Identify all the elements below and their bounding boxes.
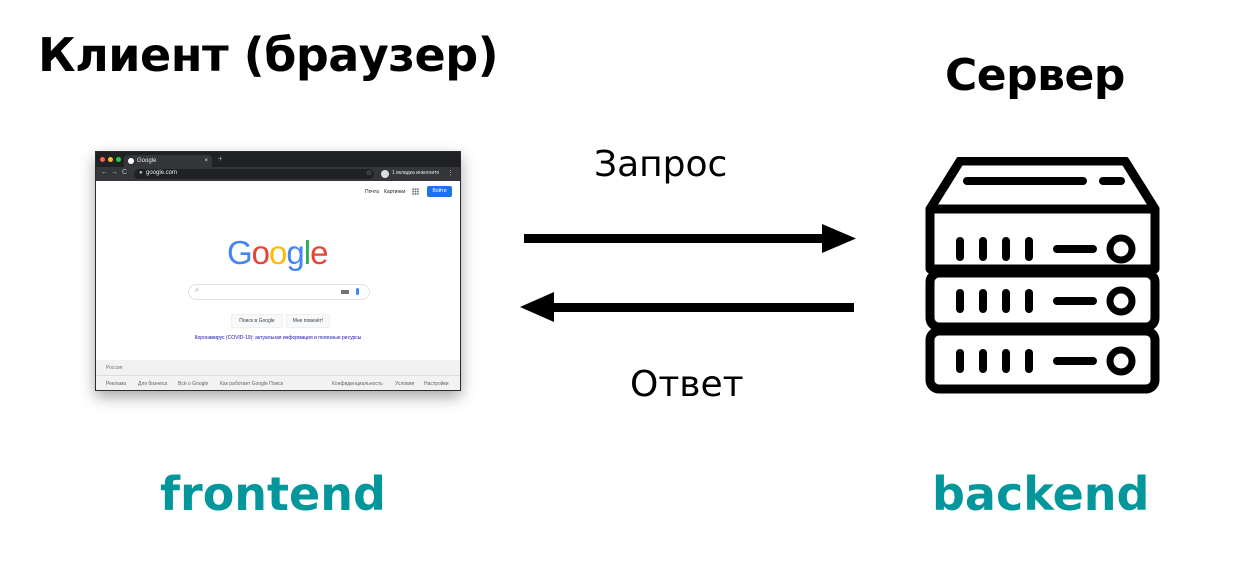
footer-link-about[interactable]: Всё о Google [178,381,209,387]
images-link[interactable]: Картинки [384,189,406,195]
google-logo-letter: l [303,234,311,271]
tab-title: Google [137,158,157,164]
google-logo-letter: e [310,234,328,271]
back-icon[interactable]: ← [101,169,108,176]
browser-menu-icon[interactable]: ⋮ [447,170,454,177]
browser-tab[interactable]: Google × [124,155,212,167]
browser-window: Google × + ← → C ● google.com ☆ 1 вкладк… [95,151,461,391]
microphone-icon[interactable] [356,288,359,295]
incognito-avatar-icon [381,170,389,178]
google-favicon-icon [128,158,134,164]
new-tab-icon[interactable]: + [218,154,223,163]
client-title: Клиент (браузер) [38,28,499,82]
google-logo: Google [227,234,328,272]
minimize-window-dot[interactable] [108,157,113,162]
address-bar[interactable]: ● google.com [134,169,374,179]
google-logo-letter: g [286,234,304,271]
request-label: Запрос [594,144,728,185]
request-arrow [524,224,856,253]
response-label: Ответ [630,364,744,405]
browser-toolbar: ← → C ● google.com ☆ 1 вкладка инкогнито… [96,167,460,181]
address-bar-url: google.com [146,170,178,176]
server-icon [925,157,1160,394]
server-title: Сервер [945,50,1125,101]
google-logo-letter: o [269,234,287,271]
footer-link-settings[interactable]: Настройки [424,381,449,387]
response-arrow [520,292,854,322]
footer-link-how-search-works[interactable]: Как работает Google Поиск [220,381,284,387]
reload-icon[interactable]: C [122,169,128,176]
frontend-label: frontend [160,467,386,521]
google-logo-letter: o [251,234,270,271]
google-search-button[interactable]: Поиск в Google [231,314,283,328]
footer-link-terms[interactable]: Условия [395,381,415,387]
maximize-window-dot[interactable] [116,157,121,162]
search-input[interactable]: ⌕ [188,284,370,300]
search-icon: ⌕ [195,287,199,294]
forward-icon[interactable]: → [111,169,118,176]
footer-country: Россия [106,365,123,371]
signin-button[interactable]: Войти [427,186,452,197]
browser-footer: Россия Реклама Для бизнеса Всё о Google … [96,360,460,390]
apps-grid-icon[interactable] [412,188,419,195]
close-window-dot[interactable] [100,157,105,162]
keyboard-icon[interactable] [341,290,349,294]
footer-link-ads[interactable]: Реклама [106,381,127,387]
footer-link-business[interactable]: Для бизнеса [138,381,168,387]
mail-link[interactable]: Почта [365,189,379,195]
backend-label: backend [932,467,1150,521]
incognito-label[interactable]: 1 вкладка инкогнито [392,170,440,176]
lucky-button[interactable]: Мне повезёт! [286,314,330,328]
lock-icon: ● [139,170,143,176]
browser-tabbar: Google × + [96,152,460,167]
covid-link[interactable]: Коронавирус (COVID-19): актуальная инфор… [194,335,362,341]
footer-link-privacy[interactable]: Конфиденциальность [332,381,383,387]
close-tab-icon[interactable]: × [204,158,208,164]
footer-divider [96,375,460,376]
google-logo-letter: G [227,234,253,271]
bookmark-star-icon[interactable]: ☆ [366,170,373,177]
